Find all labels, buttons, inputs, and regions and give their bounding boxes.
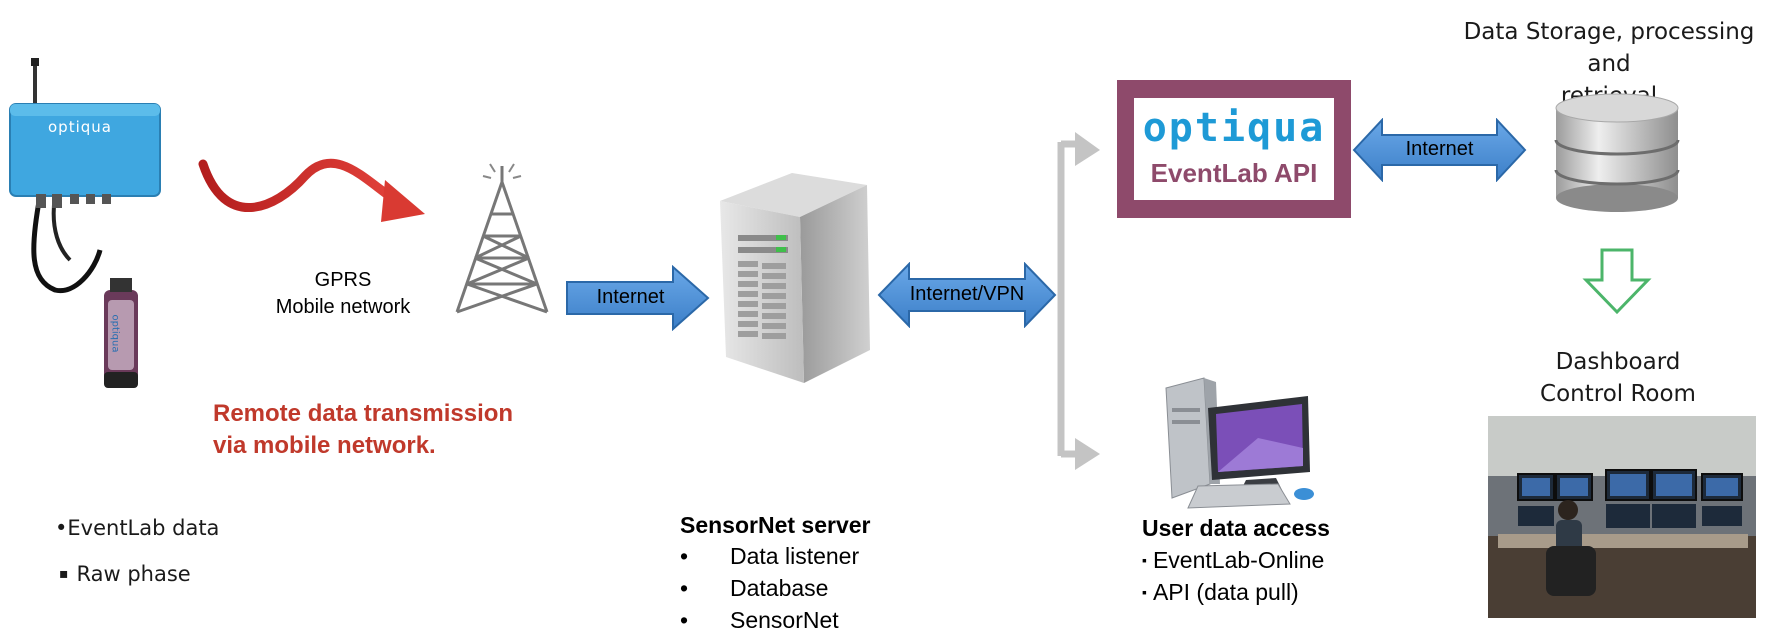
server-item-label: Database — [730, 575, 829, 601]
server-item-label: SensorNet — [730, 607, 839, 633]
bullet-dot-icon: • — [680, 575, 689, 601]
internet-vpn-arrow — [877, 262, 1057, 328]
remote-line2: via mobile network. — [213, 432, 436, 459]
user-data-access-title: User data access — [1142, 515, 1330, 541]
internet-arrow — [566, 265, 710, 331]
remote-line1: Remote data transmission — [213, 400, 514, 427]
server-icon — [720, 173, 870, 383]
user-access-item-label: API (data pull) — [1152, 579, 1299, 605]
dashboard-label: Dashboard Control Room — [1478, 346, 1758, 410]
gprs-line2: Mobile network — [275, 296, 411, 318]
desktop-computer-icon — [1165, 377, 1314, 509]
eventlab-data-list: •EventLab data ▪ Raw phase — [55, 516, 219, 586]
user-access-item: ▪ API (data pull) — [1142, 576, 1330, 608]
raw-phase-label: Raw phase — [76, 562, 191, 586]
server-item: • Database — [680, 572, 871, 604]
internet-label-1: Internet — [596, 286, 665, 308]
data-storage-line1: Data Storage, processing and — [1463, 19, 1755, 77]
internet-vpn-label: Internet/VPN — [909, 283, 1025, 305]
gprs-label: GPRS Mobile network — [258, 267, 428, 321]
bullet-dot-icon: • — [680, 543, 689, 569]
control-room-photo — [1488, 416, 1756, 618]
user-access-item-label: EventLab-Online — [1152, 547, 1325, 573]
optiqua-device: optiqua optiqua — [0, 0, 190, 400]
square-bullet-icon: ▪ — [1142, 552, 1147, 568]
green-down-arrow-icon — [1582, 248, 1652, 315]
api-optiqua-logo: optiqua — [1142, 105, 1326, 151]
server-item: • SensorNet — [680, 604, 871, 636]
eventlab-api-inner: optiqua EventLab API — [1134, 98, 1334, 200]
internet-double-arrow — [1352, 118, 1527, 182]
eventlab-api-label: EventLab API — [1150, 158, 1318, 188]
device-illustration — [9, 58, 161, 388]
user-data-access-block: User data access ▪ EventLab-Online ▪ API (… — [1142, 512, 1330, 608]
split-connector — [1057, 132, 1100, 470]
dashboard-line1: Dashboard — [1555, 349, 1681, 375]
eventlab-data-item: •EventLab data — [55, 516, 220, 540]
server-item-label: Data listener — [730, 543, 860, 569]
square-bullet-icon: ▪ — [59, 566, 69, 582]
server-item: • Data listener — [680, 540, 871, 572]
probe-logo: optiqua — [109, 314, 121, 353]
square-bullet-icon: ▪ — [1142, 584, 1147, 600]
database-icon — [1554, 93, 1680, 212]
dashboard-line2: Control Room — [1540, 381, 1696, 407]
sensornet-server-title: SensorNet server — [680, 512, 871, 538]
device-logo: optiqua — [48, 118, 112, 136]
cell-tower-icon — [455, 163, 549, 314]
gprs-line1: GPRS — [314, 269, 372, 291]
sensornet-server-block: SensorNet server • Data listener • Databas… — [680, 510, 871, 636]
bullet-dot-icon: • — [680, 607, 689, 633]
eventlab-api-box: optiqua EventLab API — [1117, 80, 1351, 218]
red-transmission-arrow — [198, 158, 425, 222]
remote-transmission-text: Remote data transmission via mobile netw… — [213, 398, 513, 462]
user-access-item: ▪ EventLab-Online — [1142, 544, 1330, 576]
internet-label-2: Internet — [1405, 138, 1474, 160]
raw-phase-item: ▪ Raw phase — [55, 562, 219, 586]
